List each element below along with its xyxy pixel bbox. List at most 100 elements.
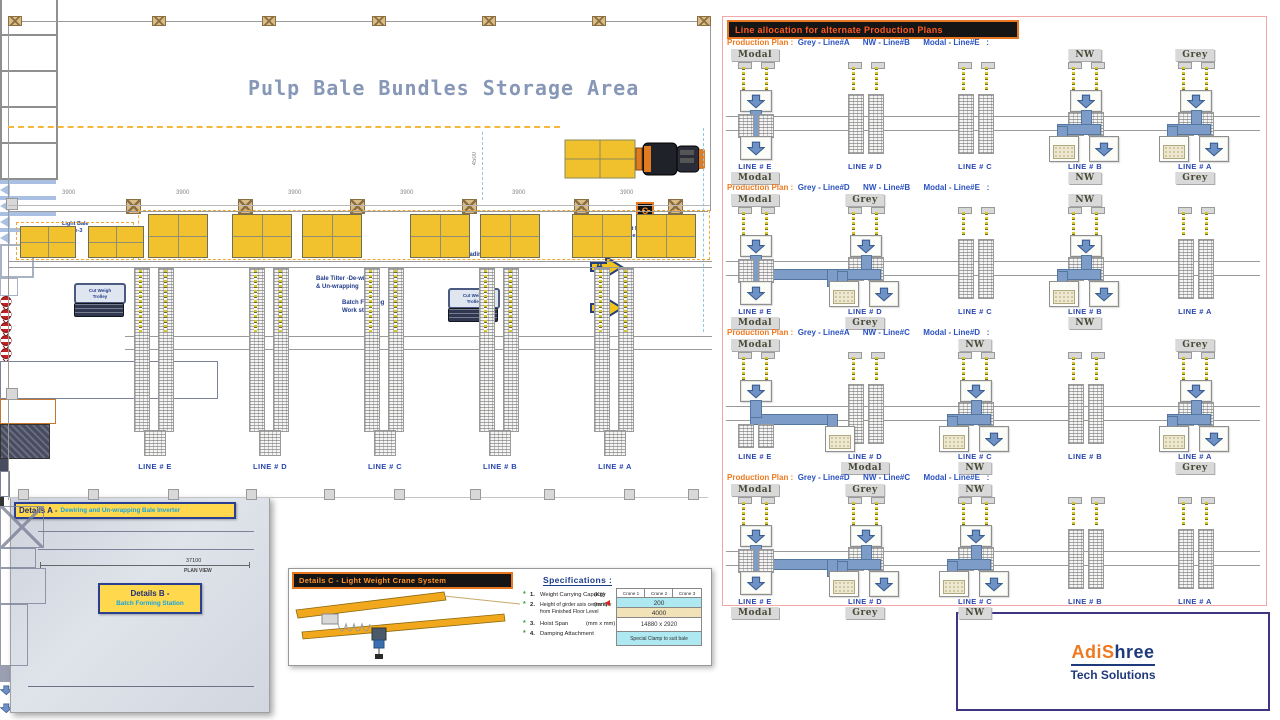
details-b-title: Batch Forming Station (116, 599, 184, 607)
rail-cap (761, 352, 775, 359)
station-tower (738, 259, 754, 283)
station-bottom-label: Modal (730, 607, 780, 619)
station-tower (1088, 384, 1104, 444)
rail-cap (1178, 497, 1192, 504)
logo-text: AdiShree (1071, 641, 1155, 666)
bin-arrow (0, 682, 1280, 700)
batch-forming-label-1: Batch Forming (342, 300, 384, 306)
station-bottom-label: Grey (845, 317, 885, 329)
bale-rail (1095, 67, 1098, 90)
station-tower (978, 94, 994, 154)
station-tower (1178, 529, 1194, 589)
down-arrow-icon (967, 529, 985, 544)
line-bin (0, 36, 58, 72)
bale-rail (985, 502, 988, 525)
column-marker (470, 489, 481, 500)
details-c-title: Details C - Light Weight Crane System (299, 576, 447, 585)
down-arrow-box (1070, 90, 1102, 112)
spec-item-label: Weight Carrying Capacity (540, 592, 606, 598)
column-marker (350, 199, 365, 214)
station-tower (1198, 239, 1214, 299)
da-dot (0, 497, 4, 500)
plant-right-line (710, 21, 711, 211)
station-tower (1088, 529, 1104, 589)
logo-accent: AdiS (1071, 641, 1115, 662)
conveyor-arrow-head (0, 216, 10, 228)
rail-cap (1091, 497, 1105, 504)
line-label: LINE # A (1178, 597, 1212, 606)
station-tower (738, 114, 754, 138)
station-top-label: NW (958, 339, 992, 351)
line-label: LINE # B (1067, 162, 1103, 171)
station-top-label: Grey (1175, 339, 1215, 351)
line-bin-stub (604, 430, 626, 456)
down-arrow-box (960, 380, 992, 402)
bale-rail (742, 212, 745, 235)
down-arrow-box (1199, 426, 1229, 452)
down-arrow-icon (747, 141, 765, 156)
line-label: LINE # E (738, 162, 772, 171)
check-icon: * (523, 601, 526, 608)
cross-conveyor-line (125, 336, 712, 337)
bale-rail (599, 270, 602, 332)
conveyor-tower (364, 268, 380, 432)
da-elev-rect (0, 604, 28, 666)
column-marker (8, 16, 22, 26)
column-grid-line (8, 205, 710, 206)
bale-bin (939, 426, 969, 452)
line-bin (0, 72, 58, 108)
bale-rail (1182, 67, 1185, 90)
bale-rail (852, 212, 855, 235)
station-top-label: Modal (730, 339, 780, 351)
da-ground-line (28, 686, 254, 687)
rail-cap (848, 207, 862, 214)
forklift (564, 136, 706, 187)
station-top-label: Grey (845, 194, 885, 206)
conveyor-arrow-bar (0, 196, 56, 200)
station-tower (868, 384, 884, 444)
bale-rail (962, 502, 965, 525)
bale-bin (829, 281, 859, 307)
down-arrow-icon (1077, 239, 1095, 254)
down-arrow-box (960, 525, 992, 547)
da-dot (0, 503, 4, 506)
bay-dim-label: 3900 (288, 190, 302, 196)
cut-weigh2-line1: Cut Weigh (462, 293, 486, 298)
rail-cap (848, 352, 862, 359)
plan-text-prefix: Production Plan : (727, 473, 794, 482)
table-clamp-value: Special Clamp to suit bale (616, 631, 702, 646)
column-marker (688, 489, 699, 500)
logo-tagline: Tech Solutions (1070, 667, 1156, 682)
station-top-label: Grey (1175, 49, 1215, 61)
bale-bin (1049, 136, 1079, 162)
marker-a-letter: A (595, 260, 604, 272)
conveyor-tower (158, 268, 174, 432)
rail-cap (1201, 352, 1215, 359)
down-arrow-icon (967, 384, 985, 399)
column-marker (592, 16, 606, 26)
station-bottom-label: NW (1068, 317, 1102, 329)
rail-cap (981, 62, 995, 69)
storage-top-line (8, 211, 708, 212)
column-marker (697, 16, 711, 26)
scale-box (74, 303, 124, 317)
station-tower (848, 94, 864, 154)
check-icon: * (523, 620, 526, 627)
bale-bin (829, 571, 859, 597)
spec-item-unit: (Kg) (594, 592, 605, 598)
conveyor-tower (388, 268, 404, 432)
details-a-title: Dewiring and Un-wrapping Bale Inverter (60, 507, 181, 514)
bale-rail (875, 502, 878, 525)
column-marker (574, 199, 589, 214)
operator-marker (0, 309, 12, 323)
spec-item-no: 1. (530, 592, 535, 598)
conveyor-tower (249, 268, 265, 432)
pallet-box-inner (0, 278, 18, 296)
line-bin-stub (259, 430, 281, 456)
plan-text-value: Grey - Line#D NW - Line#C Modal - Line#E… (797, 473, 990, 482)
down-arrow-box (1089, 136, 1119, 162)
bale-rail (1095, 357, 1098, 380)
cut-weigh-line2: Trolley (92, 293, 108, 299)
rail-cap (1068, 497, 1082, 504)
column-marker (482, 16, 496, 26)
